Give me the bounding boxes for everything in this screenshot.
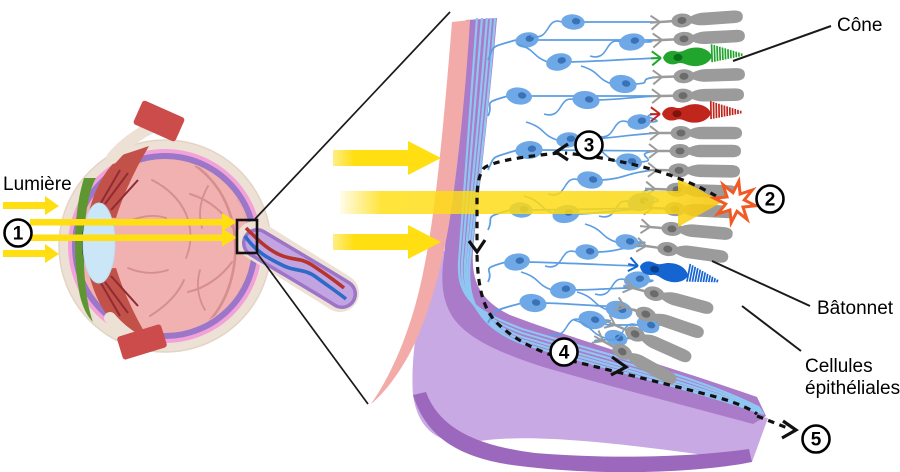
retinal-artery — [244, 226, 346, 290]
rod-cell — [649, 10, 743, 31]
magnified-retina — [333, 10, 832, 472]
step-number-4: 4 — [559, 343, 570, 364]
step-number-2: 2 — [765, 190, 776, 211]
signal-path-2 — [475, 151, 560, 244]
signal-path-4 — [756, 414, 791, 431]
cone-cell-red — [649, 101, 742, 123]
zoom-line-bottom — [256, 252, 369, 405]
epithelial-label-line2: épithéliales — [805, 378, 900, 399]
labels: Lumière Cône Bâtonnet Cellules épithélia… — [3, 15, 900, 399]
rod-cell — [648, 143, 741, 159]
cone-cell-blue — [627, 256, 719, 283]
retina-arrow-bottom — [333, 225, 441, 259]
retina-pink-band — [371, 20, 470, 404]
retinal-vein — [243, 234, 348, 301]
rod-cell — [635, 237, 729, 263]
neuron-cells — [487, 14, 664, 347]
step-number-3: 3 — [584, 136, 595, 157]
light-arrow-small-bottom — [3, 244, 59, 263]
light-ray-upper — [30, 213, 237, 231]
rod-cell — [651, 68, 745, 86]
rod-cell — [591, 330, 677, 385]
rod-cell — [622, 278, 714, 314]
signal-arrowhead-end — [781, 419, 799, 440]
muscle-inferior — [117, 324, 167, 360]
rod-cell — [649, 125, 742, 141]
step-marker-1: 1 — [3, 218, 33, 248]
cone-leader-line — [732, 25, 832, 62]
zoom-box — [235, 218, 259, 255]
step-marker-2: 2 — [755, 184, 785, 214]
epithelial-label-line1: Cellules — [805, 356, 873, 377]
optic-bundle-light — [412, 250, 768, 462]
step-number-1: 1 — [13, 224, 24, 245]
rod-cell — [613, 296, 704, 338]
zoom-line-top — [254, 11, 451, 220]
rod-cell — [651, 29, 745, 49]
eye-cross-section — [58, 100, 359, 360]
rod-label: Bâtonnet — [817, 298, 894, 319]
rod-cell — [639, 218, 733, 240]
cone-cell-green — [650, 44, 743, 67]
step-markers: 1 2 3 4 5 — [3, 130, 831, 454]
signal-arrowhead-down — [467, 239, 487, 255]
retina-purple-band — [442, 18, 766, 424]
iris-ciliary-green — [75, 178, 96, 322]
muscle-tendon-top — [106, 122, 156, 164]
cone-label: Cône — [837, 15, 882, 36]
epithelial-leader-line — [741, 305, 802, 352]
retina-arrow-top — [333, 141, 441, 175]
leader-lines — [711, 25, 832, 352]
signal-arrowhead-left — [553, 142, 569, 162]
step-marker-5: 5 — [801, 424, 831, 454]
rod-cell — [603, 314, 692, 363]
zoom-lines — [254, 11, 451, 405]
phototransduction-burst-icon — [709, 176, 761, 228]
light-ray-lower — [30, 228, 237, 247]
optic-bundle-bottom-edge — [413, 392, 752, 472]
light-arrow-small-top — [3, 196, 59, 215]
retina-light-ray — [340, 178, 722, 227]
step-number-5: 5 — [811, 430, 822, 451]
eye-blood-vessels — [127, 164, 249, 332]
lens — [82, 202, 116, 284]
light-arrows — [3, 196, 237, 263]
light-label: Lumière — [3, 174, 72, 195]
signal-arrowhead-right — [610, 355, 630, 377]
photoreceptor-cells — [591, 10, 745, 385]
ciliary-streaks — [97, 169, 139, 317]
rod-cell — [650, 88, 744, 104]
step-marker-3: 3 — [574, 130, 604, 160]
muscle-superior — [133, 100, 185, 142]
rod-leader-line — [711, 260, 811, 307]
step-marker-4: 4 — [549, 337, 579, 367]
